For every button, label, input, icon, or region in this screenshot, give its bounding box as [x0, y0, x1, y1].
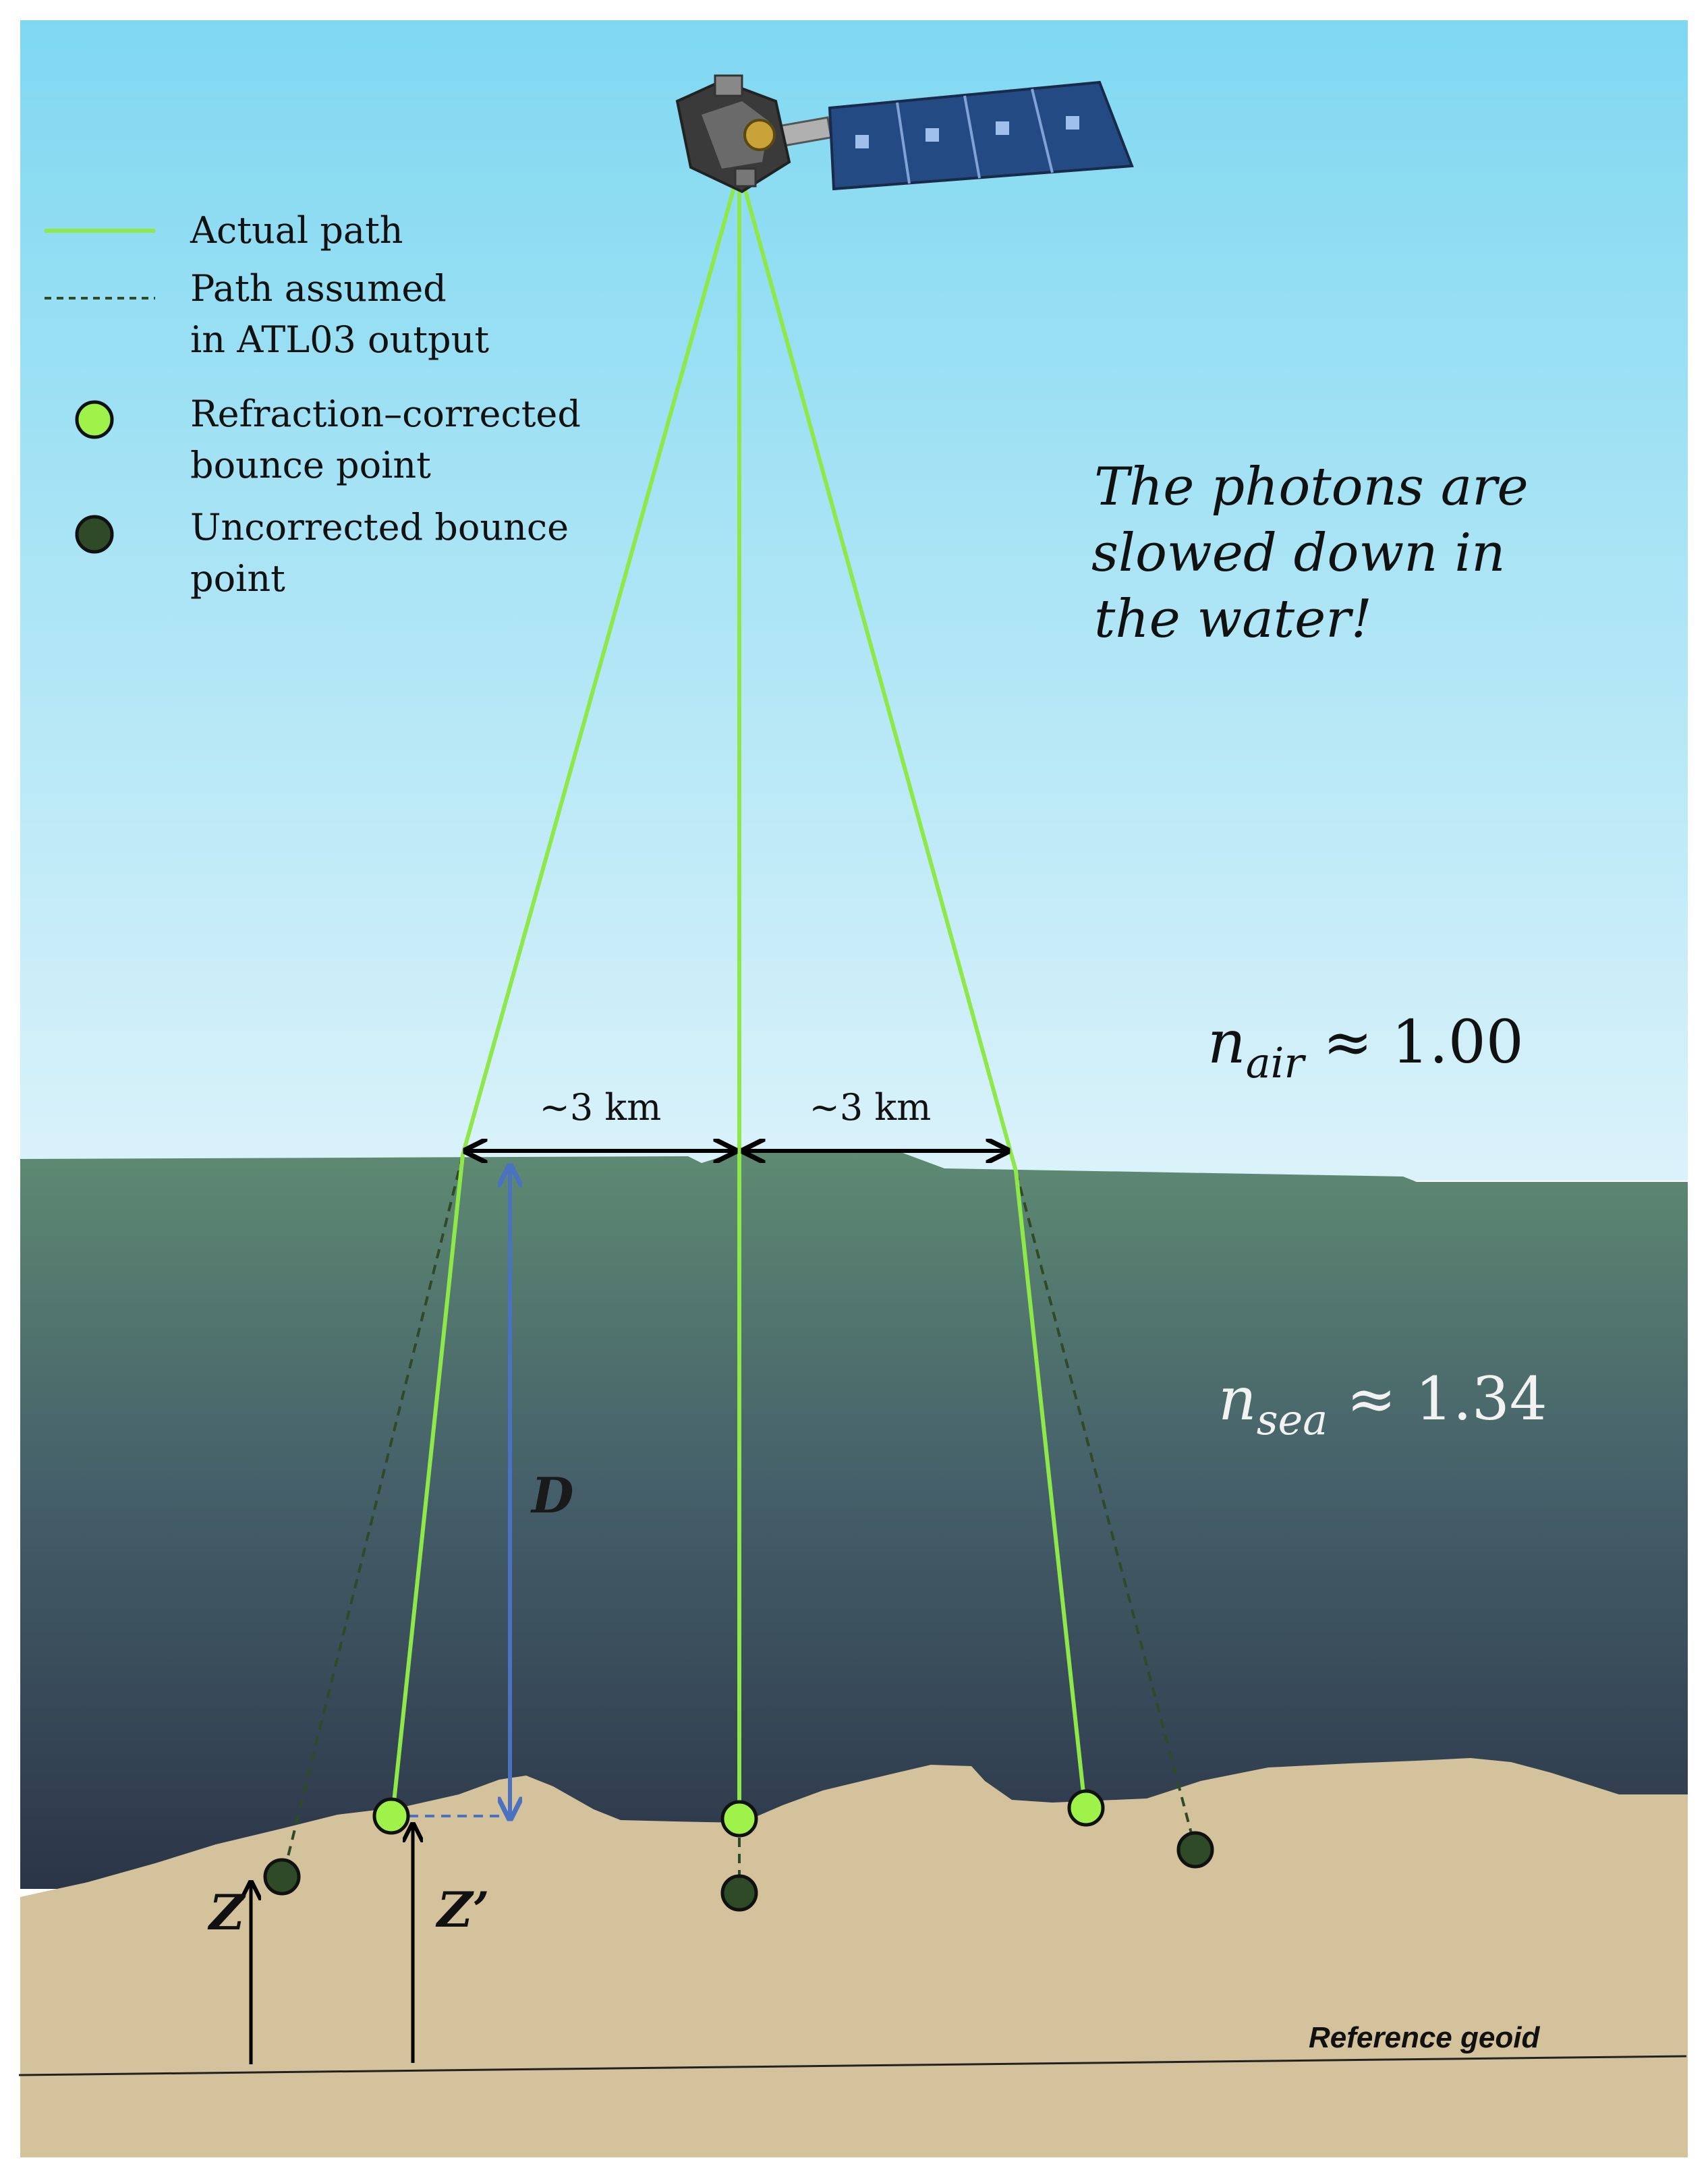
seabed [20, 1758, 1688, 2157]
svg-text:The photons are: The photons are [1094, 457, 1529, 517]
reference-geoid-line [18, 2055, 1687, 2076]
spacing-label-left: ~3 km [540, 1086, 662, 1129]
beam-right [737, 167, 1087, 1807]
depth-label: D [530, 1467, 573, 1524]
sky [20, 20, 1688, 1181]
corrected-points [372, 1789, 1105, 1838]
svg-text:slowed down in: slowed down in [1091, 523, 1505, 584]
svg-text:Uncorrected bounce: Uncorrected bounce [190, 506, 569, 548]
legend: Actual path Path assumed in ATL03 output… [45, 209, 581, 600]
corrected-point-right [1067, 1789, 1105, 1827]
z-label: Z [207, 1883, 246, 1941]
reference-geoid-label: Reference geoid [1309, 2021, 1540, 2054]
satellite-icon [675, 74, 1134, 194]
sea [20, 1150, 1688, 1889]
svg-text:point: point [190, 557, 285, 600]
svg-text:Actual path: Actual path [190, 209, 403, 252]
svg-text:Refraction–corrected: Refraction–corrected [190, 393, 581, 435]
uncorrected-point-left [263, 1858, 301, 1896]
legend-uncorrected-swatch [75, 515, 114, 554]
legend-corrected-swatch [75, 400, 114, 439]
corrected-point-center [720, 1800, 758, 1838]
svg-text:in ATL03 output: in ATL03 output [190, 318, 489, 361]
assumed-path-right [1015, 1170, 1197, 1849]
n-air-label: nair ≈ 1.00 [1207, 1007, 1524, 1087]
actual-paths [391, 167, 1087, 1818]
svg-text:Path assumed: Path assumed [190, 267, 447, 310]
svg-text:bounce point: bounce point [190, 444, 431, 486]
uncorrected-points [263, 1831, 1214, 1912]
spacing-label-right: ~3 km [809, 1086, 932, 1129]
uncorrected-point-center [720, 1874, 758, 1912]
uncorrected-point-right [1176, 1831, 1214, 1869]
n-sea-label: nsea ≈ 1.34 [1218, 1364, 1547, 1444]
beam-left [391, 167, 741, 1817]
corrected-point-left [372, 1797, 410, 1835]
z-prime-label: Z’ [435, 1881, 490, 1938]
svg-text:the water!: the water! [1094, 589, 1372, 650]
note: The photons are slowed down in the water… [1091, 457, 1529, 650]
assumed-path-left [282, 1154, 464, 1876]
